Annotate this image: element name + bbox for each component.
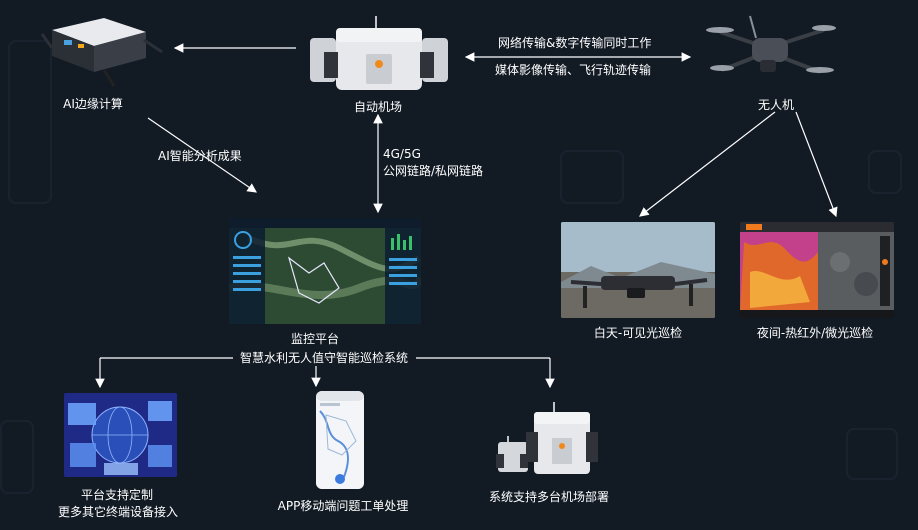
auto-dock-device xyxy=(306,14,452,96)
app-phone-image xyxy=(316,391,364,489)
day-patrol-label: 白天-可见光巡检 xyxy=(593,326,683,340)
drone-device xyxy=(706,10,836,90)
bg-decoration xyxy=(846,428,898,480)
network-label-2: 公网链路/私网链路 xyxy=(383,164,484,178)
drone-label: 无人机 xyxy=(757,98,795,112)
bg-decoration xyxy=(8,40,52,204)
custom-platform-image xyxy=(64,393,177,477)
night-patrol-label: 夜间-热红外/微光巡检 xyxy=(756,326,874,340)
monitor-platform-screen xyxy=(229,218,421,324)
bg-decoration xyxy=(560,150,624,204)
bg-decoration xyxy=(0,420,34,494)
custom-platform-label: 平台支持定制 xyxy=(80,488,154,502)
multi-dock-label: 系统支持多台机场部署 xyxy=(488,490,610,504)
edge-computing-label: AI边缘计算 xyxy=(63,97,123,111)
ai-result-label: AI智能分析成果 xyxy=(158,149,242,163)
edge-computing-device xyxy=(34,10,164,90)
night-patrol-image xyxy=(740,222,894,318)
more-terminals-label: 更多其它终端设备接入 xyxy=(57,505,179,519)
transfer-label-2: 媒体影像传输、飞行轨迹传输 xyxy=(495,63,652,77)
monitor-platform-label: 监控平台 xyxy=(290,332,340,346)
day-patrol-image xyxy=(561,222,715,318)
system-name-label: 智慧水利无人值守智能巡检系统 xyxy=(239,351,409,365)
app-ticket-label: APP移动端问题工单处理 xyxy=(277,499,409,513)
multi-dock-image xyxy=(494,402,600,478)
transfer-label-1: 网络传输&数字传输同时工作 xyxy=(498,36,652,50)
bg-decoration xyxy=(868,150,902,194)
network-label-1: 4G/5G xyxy=(383,147,421,161)
auto-dock-label: 自动机场 xyxy=(353,100,403,114)
